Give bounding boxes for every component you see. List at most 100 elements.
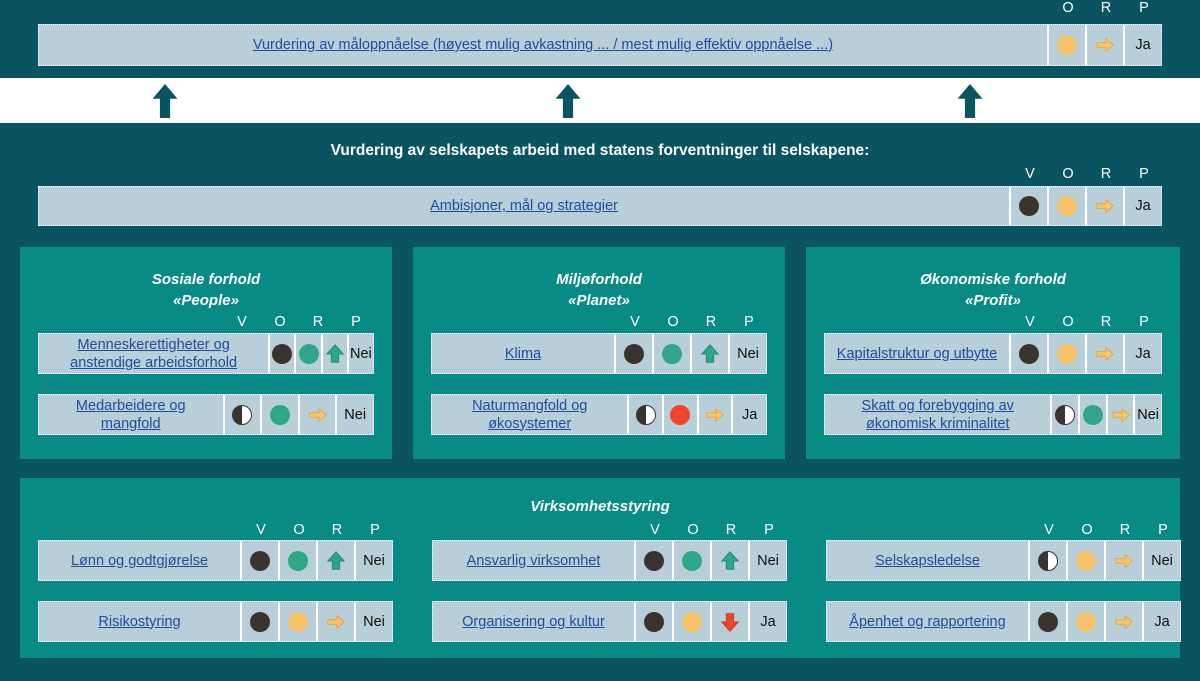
cell-v[interactable]: [634, 541, 672, 580]
cell-r[interactable]: [696, 395, 732, 434]
cell-r[interactable]: [316, 541, 354, 580]
up-arrow-icon: [152, 84, 178, 118]
link-organisering-og-kultur[interactable]: Organisering og kultur: [462, 613, 605, 630]
cell-r[interactable]: [1105, 395, 1134, 434]
link-selskapsledelse[interactable]: Selskapsledelse: [875, 552, 980, 569]
cell-r[interactable]: [710, 541, 748, 580]
link-ambisjoner-maal-og-strategier[interactable]: Ambisjoner, mål og strategier: [430, 198, 618, 214]
cell-r[interactable]: [1104, 541, 1142, 580]
half-filled-dot-icon: [1038, 550, 1058, 571]
cell-o[interactable]: [278, 602, 316, 641]
dark-dot-icon: [272, 343, 293, 364]
top-assessment-row[interactable]: Vurdering av måloppnåelse (høyest mulig …: [38, 24, 1162, 66]
cell-v[interactable]: [614, 334, 652, 373]
cell-p[interactable]: Nei: [1133, 395, 1161, 434]
row-label-cell: Ansvarlig virksomhet: [433, 541, 634, 580]
cell-p[interactable]: Ja: [1123, 25, 1161, 65]
table-row[interactable]: Medarbeidere og mangfold Nei: [38, 394, 374, 435]
cell-v[interactable]: [1028, 541, 1066, 580]
panel-title: Miljøforhold«Planet»: [413, 269, 785, 311]
cell-p[interactable]: Nei: [1142, 541, 1180, 580]
cell-v[interactable]: [1050, 395, 1078, 434]
yellow-dot-icon: [1057, 343, 1077, 364]
cell-v[interactable]: [1028, 602, 1066, 641]
link-l-nn-og-godtgj-relse[interactable]: Lønn og godtgjørelse: [70, 552, 209, 569]
cell-v[interactable]: [240, 541, 278, 580]
cell-p[interactable]: Nei: [354, 541, 392, 580]
cell-p[interactable]: Ja: [1123, 187, 1161, 225]
cell-o[interactable]: [672, 602, 710, 641]
ambisjoner-row[interactable]: Ambisjoner, mål og strategier Ja: [38, 186, 1162, 226]
column-header-o: O: [1062, 314, 1074, 330]
column-header-r: R: [705, 314, 717, 330]
cell-v[interactable]: [1009, 187, 1047, 225]
cell-p[interactable]: Ja: [1142, 602, 1180, 641]
link-ansvarlig-virksomhet[interactable]: Ansvarlig virksomhet: [466, 552, 601, 569]
cell-r[interactable]: [690, 334, 728, 373]
link-medarbeidere-og-mangfold[interactable]: Medarbeidere og mangfold: [75, 397, 186, 432]
cell-p[interactable]: Nei: [748, 541, 786, 580]
column-header-p: P: [764, 522, 774, 538]
link-menneskerettigheter-og-anstendige-arbeidsforhold[interactable]: Menneskerettigheter og anstendige arbeid…: [70, 336, 238, 371]
cell-r[interactable]: [320, 334, 347, 373]
cell-v[interactable]: [627, 395, 662, 434]
row-label-cell: Skatt og forebygging av økonomisk krimin…: [825, 395, 1050, 434]
yellow-dot-icon: [288, 611, 308, 632]
cell-o[interactable]: [652, 334, 690, 373]
cell-o[interactable]: [1047, 25, 1085, 65]
table-row[interactable]: Risikostyring Nei: [38, 601, 393, 642]
panel-title-sub: «Planet»: [568, 292, 630, 309]
table-row[interactable]: Lønn og godtgjørelse Nei: [38, 540, 393, 581]
cell-p[interactable]: Ja: [748, 602, 786, 641]
cell-o[interactable]: [1066, 541, 1104, 580]
link-vurdering-av-maaloppnaaelse[interactable]: Vurdering av måloppnåelse (høyest mulig …: [252, 37, 834, 53]
cell-o[interactable]: [672, 541, 710, 580]
cell-r[interactable]: [1104, 602, 1142, 641]
table-row[interactable]: Skatt og forebygging av økonomisk krimin…: [824, 394, 1162, 435]
cell-v[interactable]: [240, 602, 278, 641]
table-row[interactable]: Åpenhet og rapportering Ja: [826, 601, 1181, 642]
green-dot-icon: [288, 550, 308, 571]
link-naturmangfold-og-kosystemer[interactable]: Naturmangfold og økosystemer: [472, 397, 588, 432]
link-kapitalstruktur-og-utbytte[interactable]: Kapitalstruktur og utbytte: [836, 345, 998, 362]
cell-o[interactable]: [1047, 334, 1085, 373]
cell-o[interactable]: [1066, 602, 1104, 641]
table-row[interactable]: Kapitalstruktur og utbytte Ja: [824, 333, 1162, 374]
cell-r[interactable]: [297, 395, 336, 434]
cell-o[interactable]: [294, 334, 320, 373]
cell-v[interactable]: [634, 602, 672, 641]
link-risikostyring[interactable]: Risikostyring: [98, 613, 181, 630]
row-label-cell: Organisering og kultur: [433, 602, 634, 641]
cell-o[interactable]: [278, 541, 316, 580]
cell-p[interactable]: Nei: [346, 334, 373, 373]
cell-o[interactable]: [662, 395, 697, 434]
cell-p[interactable]: Ja: [1123, 334, 1161, 373]
cell-r[interactable]: [1085, 334, 1123, 373]
cell-r[interactable]: [1085, 25, 1123, 65]
link-klima[interactable]: Klima: [504, 345, 542, 362]
cell-p[interactable]: Nei: [728, 334, 766, 373]
cell-p[interactable]: Nei: [335, 395, 373, 434]
link-penhet-og-rapportering[interactable]: Åpenhet og rapportering: [849, 613, 1006, 630]
row-label-cell: Åpenhet og rapportering: [827, 602, 1028, 641]
table-row[interactable]: Klima Nei: [431, 333, 767, 374]
cell-r[interactable]: [710, 602, 748, 641]
cell-v[interactable]: [222, 395, 261, 434]
cell-p[interactable]: Nei: [354, 602, 392, 641]
yellow-dot-icon: [1057, 35, 1077, 55]
cell-v[interactable]: [268, 334, 294, 373]
link-skatt-og-forebygging-av-konomisk-kriminalitet[interactable]: Skatt og forebygging av økonomisk krimin…: [861, 397, 1014, 432]
table-row[interactable]: Menneskerettigheter og anstendige arbeid…: [38, 333, 374, 374]
cell-o[interactable]: [1078, 395, 1106, 434]
cell-r[interactable]: [1085, 187, 1123, 225]
table-row[interactable]: Organisering og kultur Ja: [432, 601, 787, 642]
table-row[interactable]: Ansvarlig virksomhet Nei: [432, 540, 787, 581]
cell-o[interactable]: [260, 395, 298, 434]
cell-v[interactable]: [1009, 334, 1047, 373]
cell-r[interactable]: [316, 602, 354, 641]
table-row[interactable]: Naturmangfold og økosystemer Ja: [431, 394, 767, 435]
cell-p[interactable]: Ja: [731, 395, 766, 434]
table-row[interactable]: Selskapsledelse Nei: [826, 540, 1181, 581]
cell-o[interactable]: [1047, 187, 1085, 225]
